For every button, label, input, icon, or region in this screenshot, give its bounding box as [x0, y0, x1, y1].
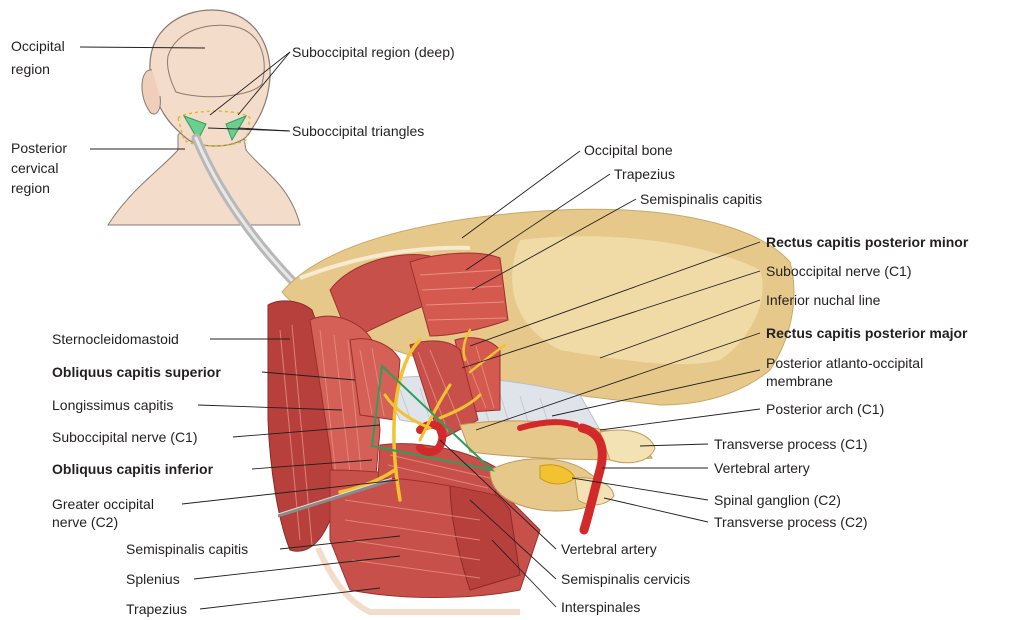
- label-posterior-cervical-line3: region: [11, 180, 50, 197]
- label-obliquus-capitis-superior: Obliquus capitis superior: [52, 364, 221, 381]
- label-semispinalis-capitis-top: Semispinalis capitis: [640, 191, 762, 208]
- label-posterior-arch-c1: Posterior arch (C1): [766, 401, 884, 418]
- label-posterior-cervical-line2: cervical: [11, 160, 58, 177]
- label-longissimus-capitis: Longissimus capitis: [52, 397, 173, 414]
- label-suboccipital-triangles: Suboccipital triangles: [292, 123, 424, 140]
- label-posterior-atlanto-occipital-line2: membrane: [766, 373, 833, 390]
- label-transverse-process-c1: Transverse process (C1): [714, 436, 868, 453]
- label-splenius: Splenius: [126, 571, 180, 588]
- label-occipital-region-line2: region: [11, 61, 50, 78]
- label-rectus-capitis-posterior-major: Rectus capitis posterior major: [766, 325, 968, 342]
- label-trapezius-top: Trapezius: [614, 166, 675, 183]
- label-suboccipital-region-deep: Suboccipital region (deep): [292, 44, 455, 61]
- label-rectus-capitis-posterior-minor: Rectus capitis posterior minor: [766, 234, 968, 251]
- inset-head: [150, 10, 270, 146]
- label-transverse-process-c2: Transverse process (C2): [714, 514, 868, 531]
- head-inset-illustration: [108, 10, 300, 225]
- label-obliquus-capitis-inferior: Obliquus capitis inferior: [52, 461, 213, 478]
- label-inferior-nuchal-line: Inferior nuchal line: [766, 292, 880, 309]
- label-suboccipital-nerve-right: Suboccipital nerve (C1): [766, 263, 912, 280]
- label-occipital-bone: Occipital bone: [584, 142, 673, 159]
- label-semispinalis-cervicis: Semispinalis cervicis: [561, 571, 690, 588]
- label-trapezius-bottom: Trapezius: [126, 601, 187, 618]
- leader-transverse-c2: [604, 498, 708, 522]
- label-posterior-atlanto-occipital-line1: Posterior atlanto-occipital: [766, 355, 923, 372]
- label-interspinales: Interspinales: [561, 599, 640, 616]
- label-sternocleidomastoid: Sternocleidomastoid: [52, 331, 179, 348]
- main-dissection-illustration: [268, 209, 794, 612]
- label-greater-occipital-line2: nerve (C2): [52, 514, 118, 531]
- label-occipital-region-line1: Occipital: [11, 38, 65, 55]
- label-suboccipital-nerve-left: Suboccipital nerve (C1): [52, 429, 198, 446]
- label-greater-occipital-line1: Greater occipital: [52, 496, 154, 513]
- label-spinal-ganglion-c2: Spinal ganglion (C2): [714, 492, 841, 509]
- label-posterior-cervical-line1: Posterior: [11, 140, 67, 157]
- leader-posterior-arch: [600, 409, 760, 430]
- label-vertebral-artery-right: Vertebral artery: [714, 460, 810, 477]
- label-vertebral-artery-bottom: Vertebral artery: [561, 541, 657, 558]
- label-semispinalis-capitis-bottom: Semispinalis capitis: [126, 541, 248, 558]
